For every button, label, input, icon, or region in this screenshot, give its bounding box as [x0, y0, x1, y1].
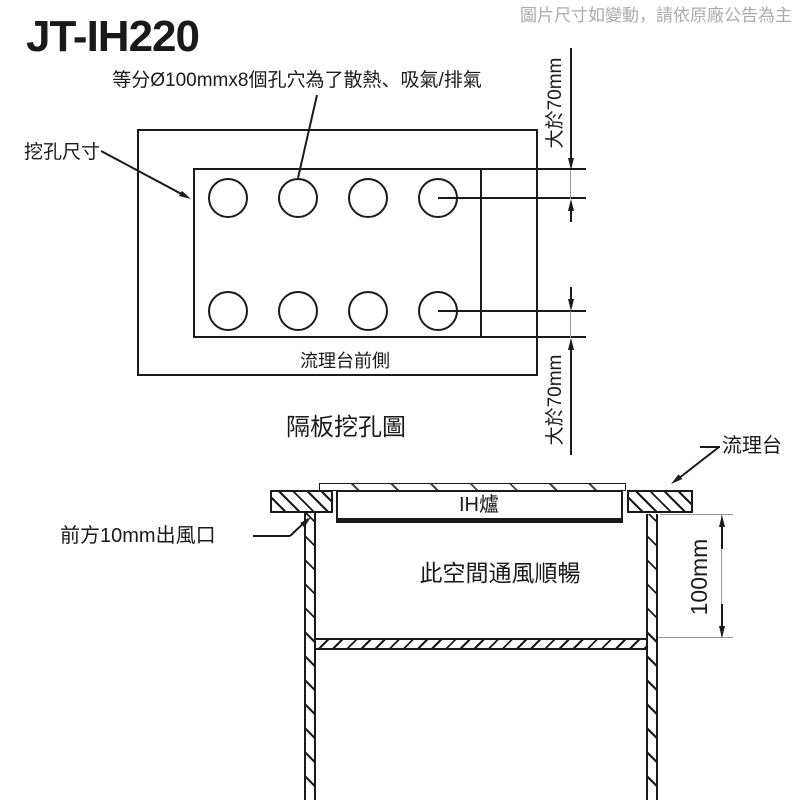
extension-line-gray: [660, 514, 733, 515]
dim-label-bottom: 大於70mm: [545, 354, 566, 446]
dimension-line: [570, 287, 572, 299]
ventilation-note: 此空間通風順暢: [419, 560, 581, 586]
dimension-gap-line: [570, 170, 571, 199]
page-title: JT-IH220: [26, 12, 200, 61]
countertop-right: [627, 490, 693, 513]
arrowhead-up: [568, 198, 574, 211]
vent-hole: [348, 178, 388, 218]
arrowhead-down: [568, 298, 574, 311]
vent-hole: [208, 178, 248, 218]
dimension-line: [570, 350, 572, 455]
front-edge-label: 流理台前側: [300, 351, 390, 371]
dimension-gap-line: [570, 311, 571, 338]
dimension-line: [570, 211, 572, 222]
arrowhead-up: [568, 337, 574, 350]
dimension-line: [721, 527, 723, 549]
leader-line: [700, 446, 720, 448]
arrowhead-down: [719, 625, 725, 638]
countertop-label: 流理台: [722, 435, 782, 457]
cabinet-wall-left: [304, 513, 316, 800]
arrowhead-up: [719, 514, 725, 527]
extension-line: [438, 197, 586, 199]
height-dim-label: 100mm: [686, 538, 712, 616]
vent-hole: [208, 291, 248, 331]
dim-label-top: 大於70mm: [545, 57, 566, 149]
dimension-line: [721, 604, 723, 626]
leader-line: [253, 535, 290, 537]
vent-hole: [278, 291, 318, 331]
front-outlet-label: 前方10mm出風口: [60, 525, 216, 547]
dimension-line: [570, 48, 572, 159]
stove-label: IH爐: [459, 494, 499, 516]
cabinet-wall-right: [646, 514, 658, 800]
cutout-label: 挖孔尺寸: [24, 142, 101, 163]
extension-line: [482, 168, 586, 170]
extension-line-gray: [658, 637, 733, 638]
dimension-gap-line: [721, 515, 722, 638]
top-view-caption: 隔板挖孔圖: [286, 414, 406, 441]
hole-note: 等分Ø100mmx8個孔穴為了散熱、吸氣/排氣: [112, 70, 482, 91]
arrowhead-down: [568, 157, 574, 170]
arrowhead: [669, 473, 683, 486]
extension-line: [482, 336, 586, 338]
vent-hole: [278, 178, 318, 218]
cabinet-shelf: [315, 638, 646, 650]
extension-line: [438, 310, 586, 312]
disclaimer-note: 圖片尺寸如變動，請依原廠公告為主: [520, 6, 792, 25]
countertop-left: [270, 490, 333, 513]
stove-body: [336, 490, 623, 523]
vent-hole: [348, 291, 388, 331]
